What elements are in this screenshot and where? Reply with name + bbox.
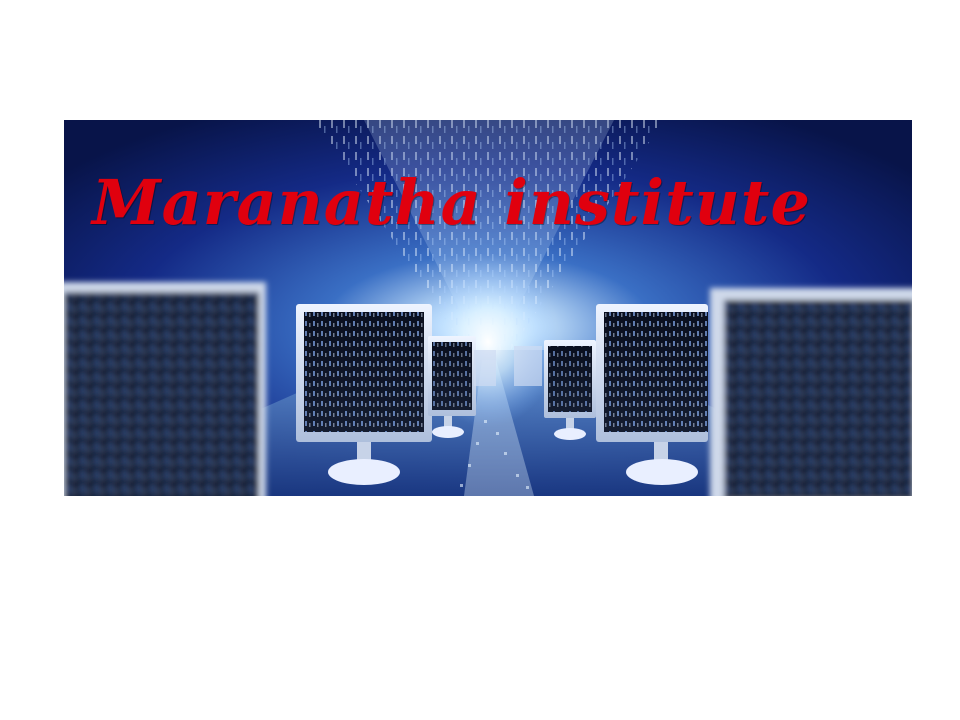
computer-lab-illustration [64,120,912,496]
banner-title: Maranatha institute [92,166,811,239]
banner-image: Maranatha institute [64,120,912,496]
monitor-small-left [428,336,476,438]
monitor-left [296,304,432,485]
monitor-small-right [544,340,596,440]
monitor-right [596,304,708,485]
